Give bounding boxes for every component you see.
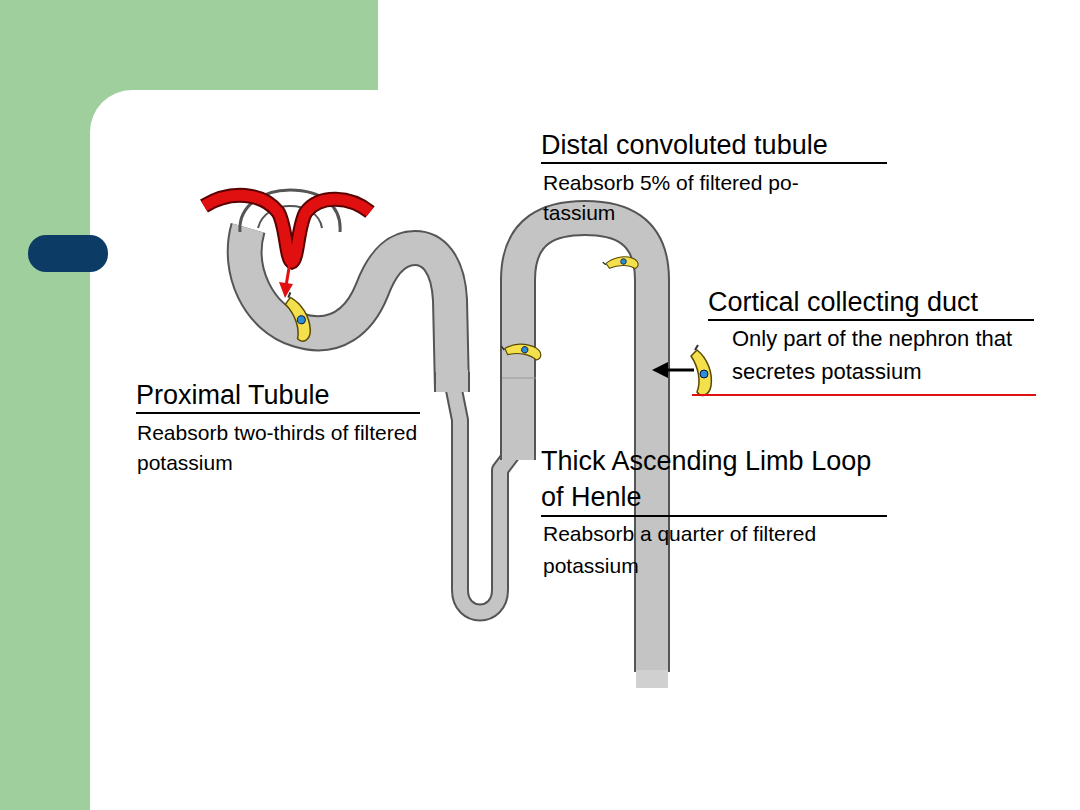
- section-heading: Cortical collecting duct: [708, 285, 1034, 321]
- bullet-pill: [28, 235, 108, 272]
- filtration-arrow: [286, 262, 290, 286]
- secretion-arrow: [652, 362, 668, 378]
- secretion-arrow: [666, 369, 694, 372]
- section-body: Reabsorb 5% of filtered po- tassium: [543, 168, 873, 228]
- section-heading: Distal convoluted tubule: [541, 128, 887, 164]
- banana-icon: [283, 290, 312, 343]
- glomerulus: [204, 195, 370, 262]
- filtration-arrow: [279, 282, 293, 298]
- white-panel: [90, 90, 1080, 810]
- section-heading: Proximal Tubule: [136, 378, 420, 414]
- banana-icon: [691, 345, 711, 395]
- section-heading: Thick Ascending Limb Loop of Henle: [541, 443, 887, 517]
- section-body: Reabsorb two-thirds of filtered potassiu…: [137, 418, 427, 478]
- banana-icon: [602, 253, 639, 273]
- green-band: [0, 0, 90, 810]
- red-underline: [692, 394, 1036, 396]
- section-body: Only part of the nephron that secretes p…: [732, 322, 1032, 388]
- section-body: Reabsorb a quarter of filtered potassium: [543, 518, 893, 582]
- banana-icon: [499, 336, 542, 365]
